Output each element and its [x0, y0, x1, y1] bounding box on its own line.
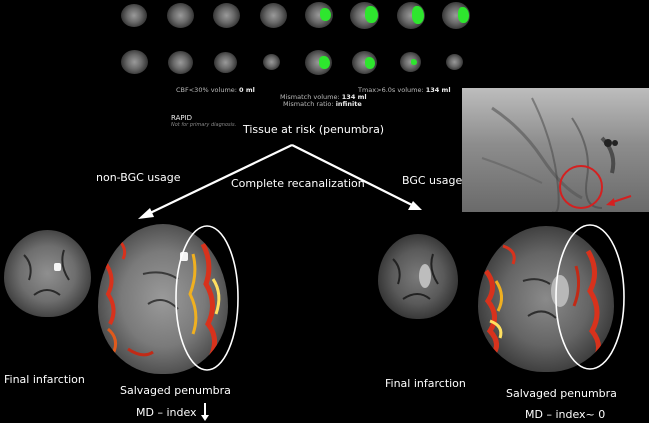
perfusion-slice [400, 52, 421, 72]
penumbra-map-left [104, 237, 221, 361]
perfusion-slice [167, 3, 194, 28]
rapid-title: RAPID [171, 114, 193, 122]
perfusion-slice [168, 51, 193, 74]
md-index-down-arrowhead [201, 415, 209, 421]
angiography-vessels [481, 97, 618, 212]
angiography-image [462, 88, 649, 212]
perfusion-lesion [319, 56, 330, 69]
perfusion-slice [121, 50, 148, 74]
final-infarction-label-right: Final infarction [385, 377, 466, 390]
mismatch-ratio-text: Mismatch ratio: infinite [283, 100, 362, 108]
perfusion-slice [214, 52, 237, 73]
brain-sulci-left-small [23, 249, 70, 296]
md-index-label-left: MD – index [136, 406, 197, 419]
perfusion-slice [352, 51, 377, 74]
branch-arrowhead-right [408, 201, 422, 210]
branch-arrowhead-left [138, 208, 154, 219]
rapid-disclaimer: Not for primary diagnosis. [171, 122, 237, 128]
perfusion-slice [446, 54, 463, 70]
md-index-label-right: MD – index~ 0 [525, 408, 606, 421]
perfusion-slice [350, 2, 379, 29]
non-bgc-label: non-BGC usage [96, 171, 181, 184]
cbf-volume-text: CBF<30% volume: 0 ml [176, 86, 255, 94]
perfusion-lesion [365, 6, 378, 23]
perfusion-slice [213, 3, 240, 28]
bgc-label: BGC usage [402, 174, 463, 187]
perfusion-slice [305, 2, 333, 28]
salvaged-penumbra-brain-left [98, 224, 228, 374]
perfusion-lesion [458, 7, 469, 23]
tmax-label: Tmax>6.0s volume: [358, 86, 424, 94]
final-infarction-brain-right [378, 234, 458, 319]
perfusion-slice [305, 50, 332, 75]
perfusion-lesion [412, 6, 424, 24]
perfusion-lesion [411, 59, 417, 65]
salvaged-penumbra-label-left: Salvaged penumbra [120, 384, 231, 397]
perfusion-lesion [365, 57, 375, 69]
perfusion-slice [397, 2, 425, 29]
mismatch-ratio-value: infinite [335, 100, 362, 108]
mismatch-volume-label: Mismatch volume: [280, 93, 340, 101]
final-infarction-label-left: Final infarction [4, 373, 85, 386]
complete-recanalization-label: Complete recanalization [231, 177, 365, 190]
cbf-value: 0 ml [239, 86, 255, 94]
tissue-at-risk-label: Tissue at risk (penumbra) [243, 123, 385, 136]
final-infarction-brain-left [4, 230, 91, 317]
branch-arrow-right [291, 144, 413, 206]
tmax-volume-text: Tmax>6.0s volume: 134 ml [358, 86, 451, 94]
cbf-label: CBF<30% volume: [176, 86, 237, 94]
perfusion-slice [121, 4, 147, 27]
perfusion-slice [263, 54, 280, 70]
mismatch-ratio-label: Mismatch ratio: [283, 100, 334, 108]
salvaged-penumbra-brain-right [478, 226, 614, 372]
mismatch-volume-value: 134 ml [341, 93, 367, 101]
salvaged-penumbra-label-right: Salvaged penumbra [506, 387, 617, 400]
perfusion-slice [260, 3, 287, 28]
mismatch-volume-text: Mismatch volume: 134 ml [280, 93, 367, 101]
perfusion-slice [442, 2, 470, 29]
penumbra-map-right [483, 244, 601, 363]
brain-sulci-right-small [392, 253, 439, 300]
tmax-value: 134 ml [425, 86, 451, 94]
perfusion-lesion [320, 8, 331, 21]
